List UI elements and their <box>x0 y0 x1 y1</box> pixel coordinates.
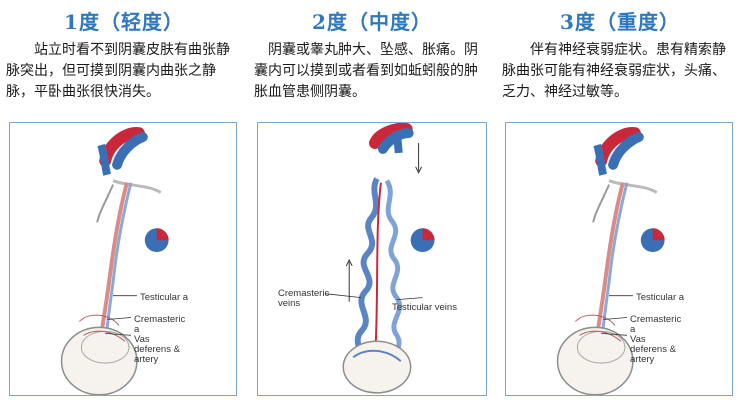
vas-deferens-label: Vas deferens & artery <box>630 334 676 365</box>
grade-1-column: 1度（轻度） 站立时看不到阴囊皮肤有曲张静脉突出，但可摸到阴囊内曲张之静脉，平卧… <box>0 0 248 400</box>
grade-1-illustration: Testicular a Cremasteric a Vas deferens … <box>9 122 237 396</box>
grade-3-column: 3度（重度） 伴有神经衰弱症状。患有精索静脉曲张可能有神经衰弱症状，头痛、乏力、… <box>496 0 744 400</box>
testicular-veins-label: Testicular veins <box>392 302 457 313</box>
testicular-artery-label: Testicular a <box>140 292 189 303</box>
cremasteric-veins-label: Cremasteric veins <box>278 288 330 309</box>
testicular-artery-label: Testicular a <box>636 292 685 303</box>
cremasteric-artery-label: Cremasteric a <box>630 314 682 335</box>
cremasteric-artery-label: Cremasteric a <box>134 314 186 335</box>
normal-anatomy-drawing <box>556 127 665 395</box>
grade-2-column: 2度（中度） 阴囊或睾丸肿大、坠感、胀痛。阴囊内可以摸到或者看到如蚯蚓般的肿胀血… <box>248 0 496 400</box>
varicocele-drawing <box>325 123 435 394</box>
grade-1-description: 站立时看不到阴囊皮肤有曲张静脉突出，但可摸到阴囊内曲张之静脉，平卧曲张很快消失。 <box>6 42 230 100</box>
grade-3-title: 3度（重度） <box>560 10 680 34</box>
grade-2-description: 阴囊或睾丸肿大、坠感、胀痛。阴囊内可以摸到或者看到如蚯蚓般的肿胀血管患侧阴囊。 <box>254 42 478 100</box>
grade-1-title: 1度（轻度） <box>64 10 184 34</box>
grade-3-description: 伴有神经衰弱症状。患有精索静脉曲张可能有神经衰弱症状，头痛、乏力、神经过敏等。 <box>502 42 726 100</box>
grade-2-title: 2度（中度） <box>312 10 432 34</box>
normal-anatomy-drawing <box>60 127 169 395</box>
grade-2-illustration: Cremasteric veins Testicular veins <box>257 122 487 396</box>
grade-3-illustration: Testicular a Cremasteric a Vas deferens … <box>505 122 733 396</box>
vas-deferens-label: Vas deferens & artery <box>134 334 180 365</box>
